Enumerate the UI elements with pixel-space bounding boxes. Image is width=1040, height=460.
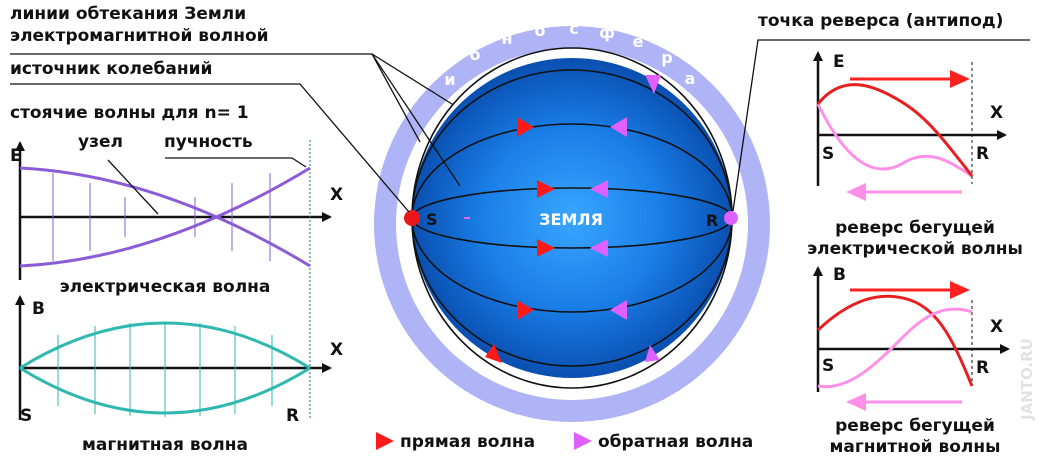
axis-s-right-bottom: S bbox=[822, 356, 835, 376]
ionosphere-letter: о bbox=[470, 45, 481, 64]
direct-wave-triangle bbox=[485, 344, 502, 363]
direct-wave-triangle bbox=[517, 300, 534, 320]
ionosphere-letters: и о н о с ф е р а bbox=[444, 19, 695, 89]
earth-globe bbox=[412, 58, 732, 378]
electric-travel-chart bbox=[813, 51, 1007, 201]
label-antinode: пучность bbox=[164, 132, 253, 152]
point-r-label: R bbox=[706, 211, 718, 230]
ionosphere-letter: а bbox=[685, 69, 696, 88]
axis-x-left-top: X bbox=[330, 185, 344, 205]
direct-wave-markers bbox=[485, 117, 555, 363]
axis-r-right-top: R bbox=[976, 144, 990, 164]
earth-label: ЗЕМЛЯ bbox=[539, 210, 603, 229]
ionosphere-letter: и bbox=[444, 70, 455, 89]
direct-wave-triangle bbox=[537, 180, 555, 198]
magenta-triangle-icon bbox=[574, 432, 592, 450]
axis-b-left: B bbox=[32, 299, 45, 319]
label-magnetic-wave: магнитная волна bbox=[82, 435, 248, 455]
reverse-wave-markers bbox=[590, 75, 661, 362]
point-s-label: S bbox=[426, 210, 438, 229]
axis-r-right-bottom: R bbox=[976, 358, 990, 378]
label-lines-around-earth-1: линии обтекания Земли bbox=[10, 4, 247, 24]
label-reverse-point: точка реверса (антипод) bbox=[758, 11, 1004, 31]
axis-x-right-top: X bbox=[990, 103, 1004, 123]
direct-wave-triangle bbox=[517, 117, 534, 137]
ionosphere-letter: с bbox=[569, 19, 578, 38]
label-standing-waves: стоячие волны для n= 1 bbox=[10, 103, 249, 123]
axis-s-left: S bbox=[20, 406, 33, 426]
magnetic-travel-chart bbox=[813, 266, 1010, 411]
axis-b-right: B bbox=[833, 265, 846, 285]
label-reverse-magnetic-2: магнитной волны bbox=[829, 437, 1001, 457]
ionosphere-letter: е bbox=[633, 32, 644, 51]
label-reverse-electric-2: электрической волны bbox=[807, 239, 1023, 259]
label-oscillation-source: источник колебаний bbox=[10, 59, 213, 79]
label-reverse-magnetic-1: реверс бегущей bbox=[835, 416, 995, 436]
axis-e-right: E bbox=[833, 52, 845, 72]
axis-x-right-bottom: X bbox=[990, 317, 1004, 337]
reverse-wave-triangle bbox=[645, 75, 661, 94]
label-lines-around-earth-2: электромагнитной волной bbox=[10, 26, 269, 46]
axis-x-left-bottom: X bbox=[330, 340, 344, 360]
electric-standing-chart bbox=[15, 140, 332, 420]
axis-e-left: E bbox=[10, 146, 22, 166]
ionosphere-letter: о bbox=[535, 21, 546, 40]
reverse-wave-triangle bbox=[610, 300, 627, 320]
ionosphere-letter: ф bbox=[599, 23, 615, 42]
label-reverse-electric-1: реверс бегущей bbox=[835, 218, 995, 238]
reverse-wave-triangle bbox=[645, 345, 660, 362]
label-electric-wave: электрическая волна bbox=[59, 277, 271, 297]
red-triangle-icon bbox=[376, 432, 394, 450]
label-node: узел bbox=[78, 132, 123, 152]
leader-lines bbox=[10, 39, 1030, 213]
axis-s-right-top: S bbox=[822, 144, 835, 164]
reverse-wave-triangle bbox=[590, 239, 608, 257]
watermark: JANTO.RU bbox=[1018, 338, 1036, 421]
direct-wave-triangle bbox=[537, 239, 555, 257]
antipode-point-r bbox=[724, 211, 738, 225]
magnetic-standing-chart bbox=[15, 295, 332, 420]
ionosphere-letter: р bbox=[661, 48, 672, 67]
ionosphere-letter: н bbox=[501, 29, 512, 48]
axis-r-left: R bbox=[286, 406, 300, 426]
reverse-wave-triangle bbox=[590, 180, 608, 198]
legend-reverse-wave: обратная волна bbox=[598, 432, 754, 452]
reverse-wave-triangle bbox=[610, 117, 627, 137]
legend-direct-wave: прямая волна bbox=[400, 432, 536, 452]
source-point-s bbox=[404, 210, 420, 226]
